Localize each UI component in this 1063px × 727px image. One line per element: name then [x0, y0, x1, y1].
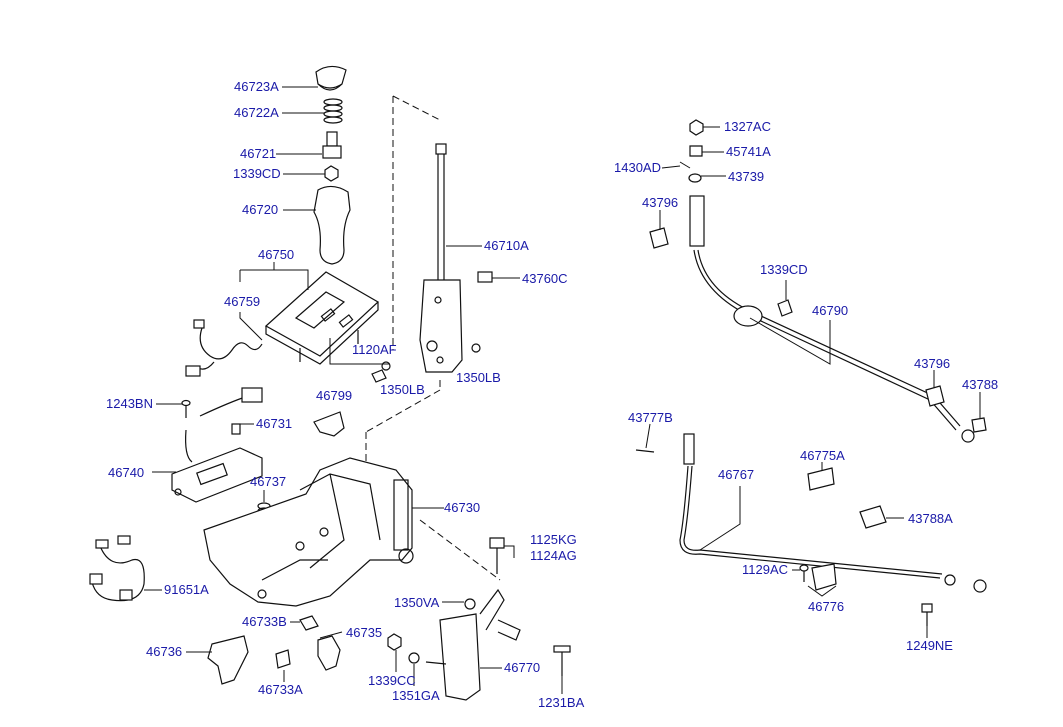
- leader-lines: [144, 86, 981, 694]
- bushing-45741a-part: [689, 145, 703, 157]
- part-labels: 46723A 46722A 46721 1339CD 46720 46750 4…: [106, 79, 998, 710]
- label-46767[interactable]: 46767: [718, 467, 754, 482]
- clip-43796-a-part: [649, 227, 669, 249]
- label-43777b[interactable]: 43777B: [628, 410, 673, 425]
- nut-1339cc-part: [387, 633, 402, 651]
- harness-91651a-part: [89, 535, 145, 602]
- label-46736[interactable]: 46736: [146, 644, 182, 659]
- label-43796-b[interactable]: 43796: [914, 356, 950, 371]
- label-46759[interactable]: 46759: [224, 294, 260, 309]
- washer-1350lb-b-part: [471, 343, 481, 353]
- label-45741a[interactable]: 45741A: [726, 144, 771, 159]
- label-43788a[interactable]: 43788A: [908, 511, 953, 526]
- knob-top-part: [315, 65, 347, 91]
- bracket-46799-part: [313, 411, 345, 437]
- label-1339cc[interactable]: 1339CC: [368, 673, 416, 688]
- label-46721[interactable]: 46721: [240, 146, 276, 161]
- bracket-46775a-part: [807, 467, 835, 491]
- label-46770[interactable]: 46770: [504, 660, 540, 675]
- bracket-46776-part: [811, 563, 837, 591]
- base-housing-46730-part: [203, 457, 414, 607]
- label-46733b[interactable]: 46733B: [242, 614, 287, 629]
- label-1430ad[interactable]: 1430AD: [614, 160, 661, 175]
- clip-43788a-part: [859, 505, 887, 529]
- nut-part: [324, 165, 339, 182]
- washer-43739-part: [688, 173, 702, 183]
- label-43796-a[interactable]: 43796: [642, 195, 678, 210]
- bolt-1243bn-part: [181, 399, 191, 418]
- pin-1231ba-part: [553, 645, 571, 676]
- washer-1351ga-part: [408, 652, 420, 664]
- label-1351ga[interactable]: 1351GA: [392, 688, 440, 703]
- label-46750[interactable]: 46750: [258, 247, 294, 262]
- clip-43788-part: [971, 417, 987, 433]
- label-1339cd-a[interactable]: 1339CD: [233, 166, 281, 181]
- label-43788[interactable]: 43788: [962, 377, 998, 392]
- label-43760c[interactable]: 43760C: [522, 271, 568, 286]
- label-46735[interactable]: 46735: [346, 625, 382, 640]
- wiring-part: [199, 327, 263, 360]
- nut-1327ac-part: [689, 119, 704, 136]
- bolt-1125kg-part: [489, 537, 505, 574]
- clip-43796-b-part: [925, 385, 945, 407]
- label-1243bn[interactable]: 1243BN: [106, 396, 153, 411]
- washer-1350lb-a-part: [381, 361, 391, 371]
- bolt-1129ac-part: [799, 564, 809, 582]
- pin-43777b-part: [635, 449, 655, 453]
- lever-part: [419, 143, 463, 373]
- bolt-1249ne-part: [921, 603, 933, 626]
- label-91651a[interactable]: 91651A: [164, 582, 209, 597]
- label-46799[interactable]: 46799: [316, 388, 352, 403]
- label-46720[interactable]: 46720: [242, 202, 278, 217]
- label-1231ba[interactable]: 1231BA: [538, 695, 585, 710]
- label-46733a[interactable]: 46733A: [258, 682, 303, 697]
- clip-43760c-part: [477, 271, 493, 283]
- label-1125kg[interactable]: 1125KG: [530, 532, 577, 547]
- label-1120af[interactable]: 1120AF: [352, 342, 397, 357]
- spring-part: [323, 98, 343, 124]
- nut-1339cd-b-part: [777, 299, 793, 317]
- label-1350lb-b[interactable]: 1350LB: [456, 370, 501, 385]
- button-part: [322, 131, 342, 159]
- label-46710a[interactable]: 46710A: [484, 238, 529, 253]
- label-1350lb-a[interactable]: 1350LB: [380, 382, 425, 397]
- bolt-1120af-part: [371, 369, 387, 383]
- label-1129ac[interactable]: 1129AC: [742, 562, 788, 577]
- pin-46731-part: [231, 423, 241, 435]
- bracket-46736-part: [207, 635, 249, 685]
- label-46723a[interactable]: 46723A: [234, 79, 279, 94]
- knob-body-part: [313, 185, 351, 265]
- label-43739[interactable]: 43739: [728, 169, 764, 184]
- wiring-plug2-part: [185, 365, 201, 377]
- label-46740[interactable]: 46740: [108, 465, 144, 480]
- indicator-plate-part: [264, 271, 380, 365]
- label-46730[interactable]: 46730: [444, 500, 480, 515]
- label-46775a[interactable]: 46775A: [800, 448, 845, 463]
- label-46776[interactable]: 46776: [808, 599, 844, 614]
- pin-1430ad-part: [679, 161, 691, 169]
- label-46737[interactable]: 46737: [250, 474, 286, 489]
- wiring-plug-part: [193, 319, 205, 329]
- bushing-46733b-part: [299, 615, 319, 631]
- cable-46767-part: [679, 433, 987, 593]
- label-1124ag[interactable]: 1124AG: [530, 548, 577, 563]
- label-1339cd-b[interactable]: 1339CD: [760, 262, 808, 277]
- label-46731[interactable]: 46731: [256, 416, 292, 431]
- assembly-dash-lines: [365, 95, 501, 581]
- washer-1350va-part: [464, 598, 476, 610]
- lever-46770-part: [425, 588, 521, 701]
- label-46722a[interactable]: 46722A: [234, 105, 279, 120]
- label-46790[interactable]: 46790: [812, 303, 848, 318]
- label-1327ac[interactable]: 1327AC: [724, 119, 771, 134]
- solenoid-46740-part: [171, 387, 263, 503]
- lever-46735-part: [317, 635, 341, 671]
- label-1350va[interactable]: 1350VA: [394, 595, 440, 610]
- label-1249ne[interactable]: 1249NE: [906, 638, 953, 653]
- bushing-46733a-part: [275, 649, 291, 669]
